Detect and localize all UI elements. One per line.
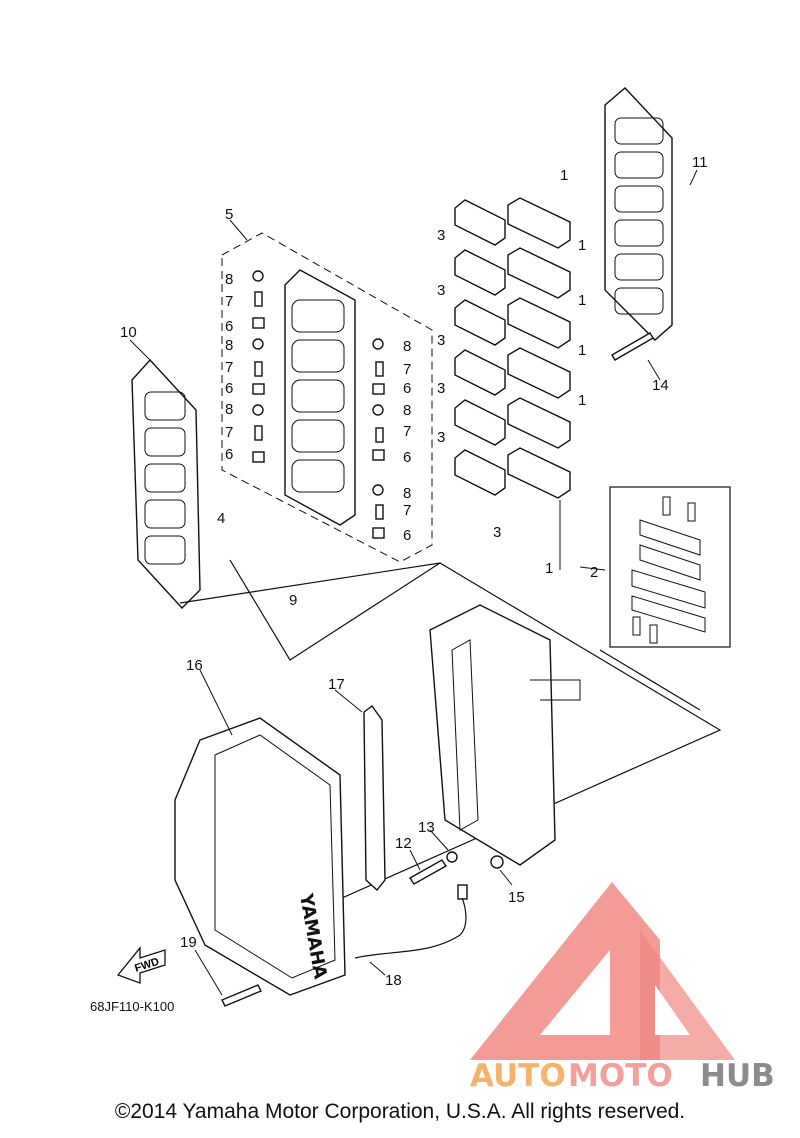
reed-detail-box	[609, 486, 731, 648]
copyright-notice: ©2014 Yamaha Motor Corporation, U.S.A. A…	[114, 1100, 686, 1123]
callout-3: 3	[437, 227, 445, 244]
drawing-code: 68JF110-K100	[90, 999, 174, 1014]
intake-body	[429, 604, 581, 866]
callout-7: 7	[403, 361, 411, 378]
hardware	[221, 851, 504, 1007]
callout-3: 3	[437, 282, 445, 299]
callout-13: 13	[418, 819, 435, 836]
callout-6: 6	[403, 449, 411, 466]
callout-15: 15	[508, 889, 525, 906]
leader-lines	[129, 169, 698, 996]
callout-3: 3	[437, 332, 445, 349]
hose	[354, 897, 467, 959]
callout-3: 3	[493, 524, 501, 541]
callout-1: 1	[578, 237, 586, 254]
callouts: 1 1 1 1 1 1 2 3 3 3 3 3 3 4 5 6 6 6 6 6 …	[120, 154, 708, 989]
callout-7: 7	[225, 359, 233, 376]
callout-4: 4	[217, 510, 225, 527]
callout-6: 6	[225, 318, 233, 335]
fittings-left	[252, 270, 265, 463]
callout-6: 6	[225, 446, 233, 463]
callout-1: 1	[560, 167, 568, 184]
callout-5: 5	[225, 206, 233, 223]
callout-11: 11	[692, 154, 708, 171]
callout-8: 8	[225, 401, 233, 418]
fwd-arrow-icon: FWD	[116, 946, 166, 984]
callout-8: 8	[225, 271, 233, 288]
svg-text:MOTO: MOTO	[568, 1058, 673, 1094]
callout-8: 8	[403, 485, 411, 502]
callout-6: 6	[225, 380, 233, 397]
svg-text:AUTO: AUTO	[470, 1058, 566, 1094]
reed-valve-plate	[284, 269, 356, 526]
callout-10: 10	[120, 324, 137, 341]
callout-8: 8	[403, 338, 411, 355]
reed-valves	[507, 197, 571, 499]
callout-7: 7	[403, 502, 411, 519]
callout-12: 12	[395, 835, 412, 852]
assembly-boundary-5	[221, 232, 433, 563]
callout-1: 1	[578, 392, 586, 409]
callout-7: 7	[403, 423, 411, 440]
reed-gaskets	[454, 199, 506, 496]
svg-text:HUB: HUB	[700, 1058, 775, 1094]
gasket-left	[131, 358, 201, 610]
callout-3: 3	[437, 429, 445, 446]
watermark-logo	[470, 882, 735, 1060]
callout-19: 19	[180, 934, 197, 951]
callout-8: 8	[403, 402, 411, 419]
callout-1: 1	[545, 560, 553, 577]
callout-6: 6	[403, 380, 411, 397]
seal-ring	[363, 705, 386, 892]
callout-1: 1	[578, 292, 586, 309]
callout-3: 3	[437, 380, 445, 397]
callout-14: 14	[652, 377, 669, 394]
callout-6: 6	[403, 527, 411, 544]
stud-bolt	[611, 332, 654, 361]
callout-7: 7	[225, 293, 233, 310]
callout-8: 8	[225, 337, 233, 354]
callout-17: 17	[328, 676, 345, 693]
fittings-right	[372, 338, 385, 539]
callout-7: 7	[225, 424, 233, 441]
callout-9: 9	[289, 592, 297, 609]
gasket-right	[604, 87, 673, 341]
intake-cover: YAMAHA	[174, 717, 346, 996]
watermark-text: AUTO MOTO HUB	[470, 1058, 775, 1094]
callout-1: 1	[578, 342, 586, 359]
callout-16: 16	[186, 657, 203, 674]
callout-18: 18	[385, 972, 402, 989]
callout-2: 2	[590, 564, 598, 581]
